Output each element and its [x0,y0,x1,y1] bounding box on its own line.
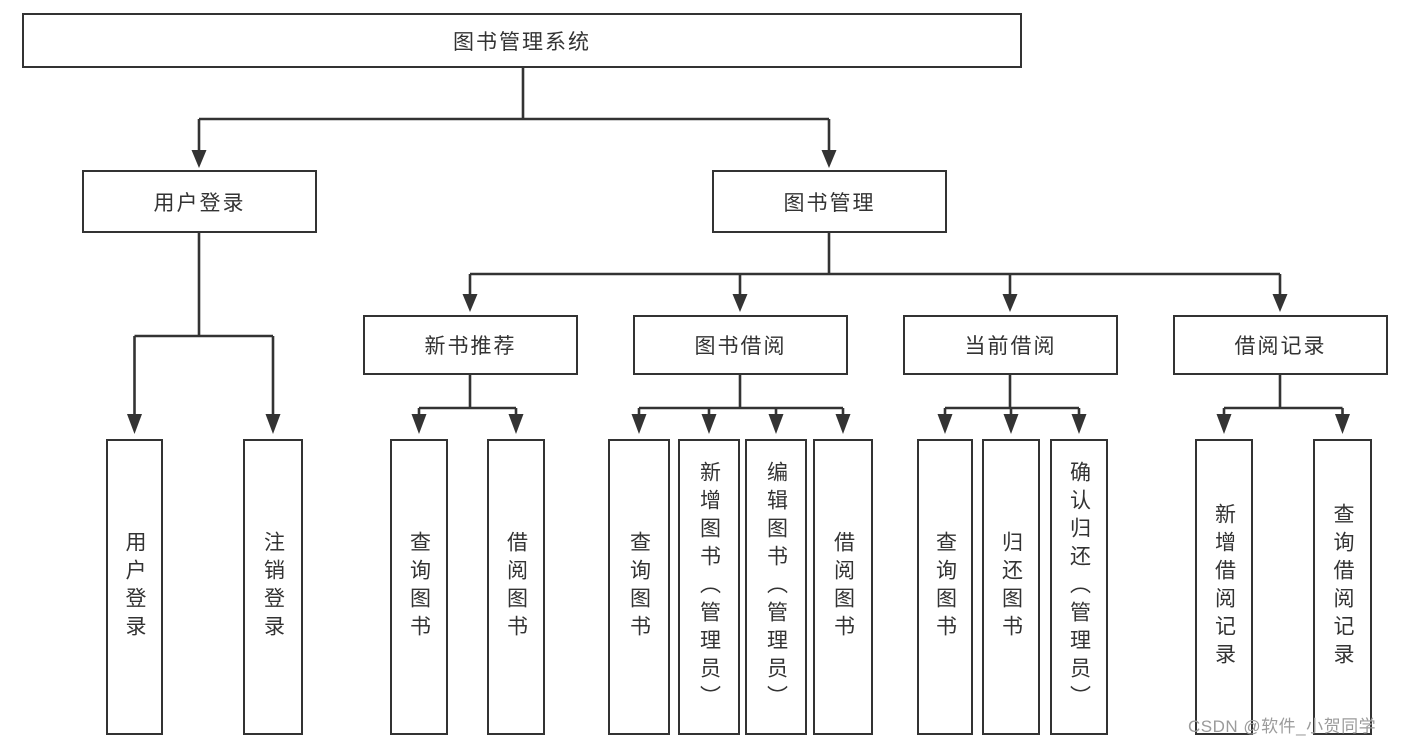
node-book-management: 图书管理 [712,170,947,233]
leaf-query-book-1: 查询图书 [390,439,448,735]
leaf-logout: 注销登录 [243,439,303,735]
leaf-query-book-3: 查询图书 [917,439,973,735]
edge-book-borrow-children [631,375,851,434]
edge-root-to-level2 [191,68,837,168]
edge-borrow-record-children [1216,375,1350,434]
edge-current-borrow-children [937,375,1087,434]
leaf-query-borrow-record: 查询借阅记录 [1313,439,1372,735]
leaf-add-borrow-record: 新增借阅记录 [1195,439,1253,735]
leaf-borrow-book-1: 借阅图书 [487,439,545,735]
leaf-return-book: 归还图书 [982,439,1040,735]
node-book-borrow: 图书借阅 [633,315,848,375]
leaf-borrow-book-2: 借阅图书 [813,439,873,735]
leaf-confirm-return-admin: 确认归还（管理员） [1050,439,1108,735]
leaf-user-login: 用户登录 [106,439,163,735]
node-user-login: 用户登录 [82,170,317,233]
node-current-borrow: 当前借阅 [903,315,1118,375]
csdn-watermark: CSDN @软件_小贺同学 [1188,717,1377,736]
edge-user-login-children [127,233,281,434]
node-borrow-record: 借阅记录 [1173,315,1388,375]
edge-book-management-sections [462,233,1288,312]
leaf-edit-book-admin: 编辑图书（管理员） [745,439,807,735]
node-new-book-recommend: 新书推荐 [363,315,578,375]
leaf-add-book-admin: 新增图书（管理员） [678,439,740,735]
leaf-query-book-2: 查询图书 [608,439,670,735]
node-system-root: 图书管理系统 [22,13,1022,68]
edge-new-book-children [411,375,524,434]
